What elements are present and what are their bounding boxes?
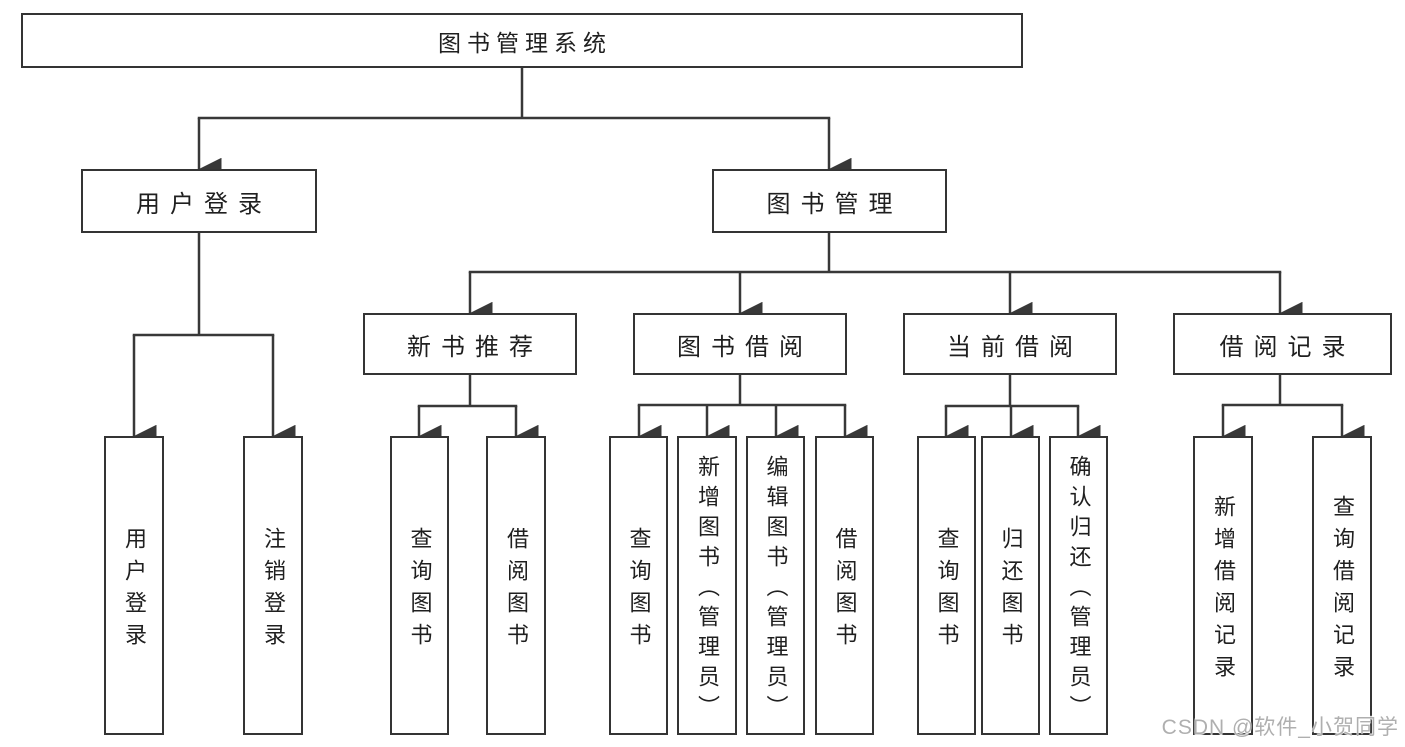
leaf-cb-query-books: 查询图书 [917, 436, 976, 735]
node-user-login: 用户登录 [81, 169, 317, 233]
leaf-cb-return-books-label: 归还图书 [998, 526, 1024, 655]
leaf-br-query-record: 查询借阅记录 [1312, 436, 1372, 735]
node-borrow-records: 借阅记录 [1173, 313, 1392, 375]
leaf-bb-borrow-books-label: 借阅图书 [832, 526, 858, 655]
leaf-user-login-label: 用户登录 [122, 526, 147, 655]
leaf-cb-confirm-return: 确认归还（管理员） [1049, 436, 1108, 735]
leaf-logout-label: 注销登录 [261, 526, 286, 655]
leaf-cb-confirm-return-label: 确认归还（管理员） [1066, 454, 1092, 725]
node-root: 图书管理系统 [21, 13, 1023, 68]
leaf-rec-borrow-books-label: 借阅图书 [504, 526, 529, 655]
leaf-rec-borrow-books: 借阅图书 [486, 436, 546, 735]
leaf-bb-add-books-label: 新增图书（管理员） [695, 454, 720, 725]
leaf-rec-query-books-label: 查询图书 [407, 526, 433, 655]
node-book-borrowing-label: 图书借阅 [677, 333, 813, 361]
node-current-borrowing-label: 当前借阅 [947, 333, 1083, 361]
leaf-br-query-record-label: 查询借阅记录 [1330, 494, 1355, 687]
node-borrow-records-label: 借阅记录 [1219, 333, 1356, 361]
node-book-management-label: 图书管理 [766, 190, 903, 218]
leaf-cb-return-books: 归还图书 [981, 436, 1040, 735]
leaf-bb-edit-books: 编辑图书（管理员） [746, 436, 805, 735]
node-current-borrowing: 当前借阅 [903, 313, 1117, 375]
leaf-bb-edit-books-label: 编辑图书（管理员） [763, 454, 789, 725]
leaf-bb-query-books: 查询图书 [609, 436, 668, 735]
leaf-br-add-record: 新增借阅记录 [1193, 436, 1253, 735]
leaf-user-login: 用户登录 [104, 436, 164, 735]
node-new-book-recommend-label: 新书推荐 [407, 333, 543, 361]
leaf-br-add-record-label: 新增借阅记录 [1211, 494, 1236, 687]
node-user-login-label: 用户登录 [136, 190, 272, 218]
leaf-bb-query-books-label: 查询图书 [626, 526, 652, 655]
node-book-borrowing: 图书借阅 [633, 313, 847, 375]
leaf-rec-query-books: 查询图书 [390, 436, 449, 735]
leaf-cb-query-books-label: 查询图书 [934, 526, 960, 655]
csdn-watermark: CSDN @软件_小贺同学 [1161, 716, 1399, 739]
node-root-label: 图书管理系统 [438, 29, 612, 56]
leaf-bb-add-books: 新增图书（管理员） [677, 436, 737, 735]
leaf-logout: 注销登录 [243, 436, 303, 735]
node-book-management: 图书管理 [712, 169, 947, 233]
node-new-book-recommend: 新书推荐 [363, 313, 577, 375]
leaf-bb-borrow-books: 借阅图书 [815, 436, 874, 735]
